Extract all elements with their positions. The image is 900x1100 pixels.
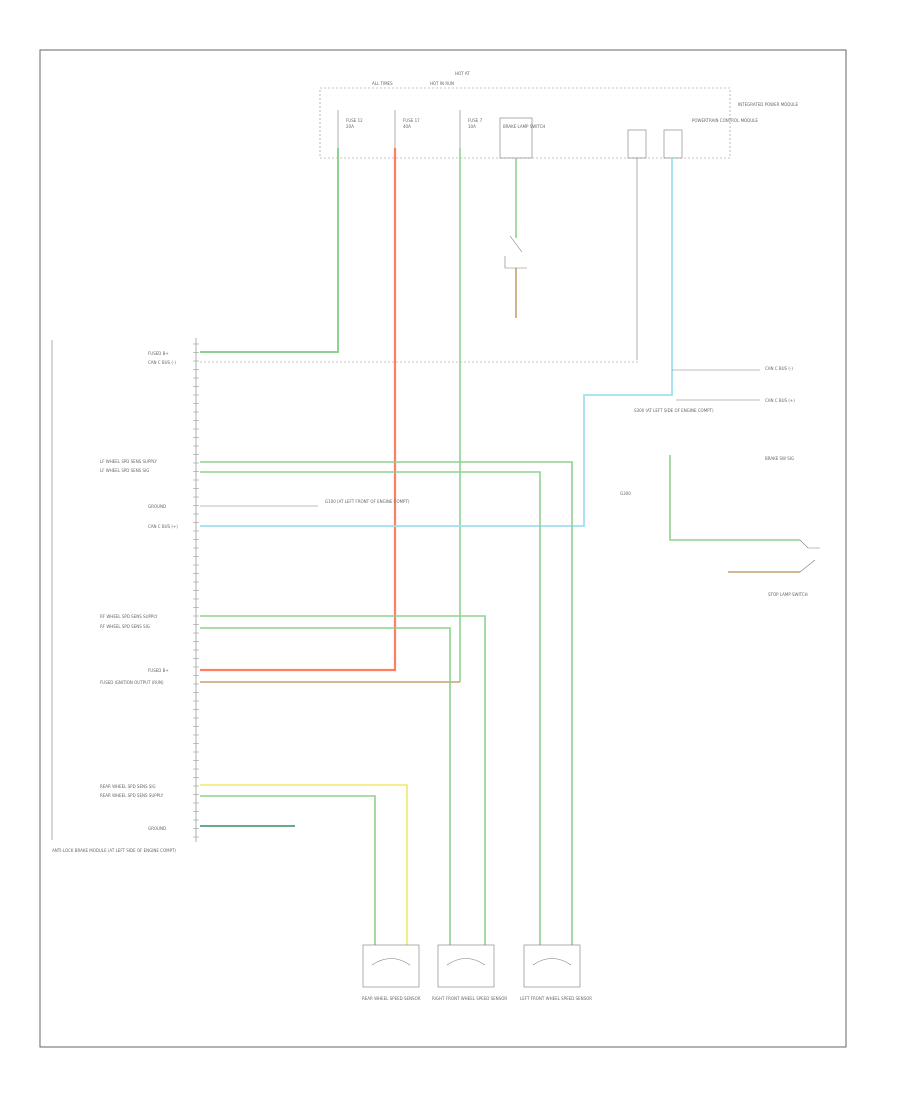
brake-sw-label: BRAKE SW SIG <box>765 456 794 461</box>
fuse-17: FUSE 17 40A <box>394 110 420 148</box>
right-can-plus-label: CAN C BUS (+) <box>765 398 795 403</box>
pdc-header-1: HOT AT <box>455 71 470 76</box>
wire-stop-lamp-green <box>669 455 800 541</box>
wire-fused-b-red <box>200 148 397 672</box>
right-can-minus-label: CAN C BUS (-) <box>765 366 793 371</box>
pcm-connector-1 <box>627 129 647 159</box>
abs-label-rear-supply: REAR WHEEL SPD SENS SUPPLY <box>100 793 164 798</box>
fuse-7-label: FUSE 7 <box>468 118 483 123</box>
wire-rear-supply <box>200 795 376 945</box>
pdc-header-3: HOT IN RUN <box>430 81 454 86</box>
abs-label-rf-supply: RF WHEEL SPD SENS SUPPLY <box>100 614 158 619</box>
fuse-7: FUSE 7 10A <box>459 110 483 148</box>
wire-rf-sig <box>200 627 451 945</box>
fuse-12-amps: 20A <box>346 124 354 129</box>
left-front-wheel-speed-sensor: LEFT FRONT WHEEL SPEED SENSOR <box>520 944 592 1001</box>
wire-can-plus-cyan <box>200 158 673 527</box>
pdc-label: INTEGRATED POWER MODULE <box>738 102 799 107</box>
brake-lamp-label: BRAKE LAMP SWITCH <box>503 124 545 129</box>
fuse-12: FUSE 12 20A <box>337 110 363 148</box>
abs-label-lf-supply: LF WHEEL SPD SENS SUPPLY <box>100 459 157 464</box>
fuse-7-amps: 10A <box>468 124 476 129</box>
wire-fused-b-green <box>200 148 339 353</box>
pcm-connector-2 <box>663 129 683 159</box>
abs-label-fused-ign: FUSED IGNITION OUTPUT (RUN) <box>100 680 164 685</box>
abs-pin-ticks <box>193 343 199 838</box>
rf-sensor-label: RIGHT FRONT WHEEL SPEED SENSOR <box>432 996 507 1001</box>
rear-wheel-speed-sensor: REAR WHEEL SPEED SENSOR <box>362 944 421 1001</box>
diagram-border <box>39 49 847 1048</box>
abs-label-rf-sig: RF WHEEL SPD SENS SIG <box>100 624 150 629</box>
stop-lamp-switch-symbol <box>799 539 820 573</box>
abs-label-lf-sig: LF WHEEL SPD SENS SIG <box>100 468 149 473</box>
abs-label-rear-sig: REAR WHEEL SPD SENS SIG <box>100 784 156 789</box>
wire-lf-sig <box>200 471 541 945</box>
stop-lamp-label: STOP LAMP SWITCH <box>768 592 808 597</box>
splice-label: G300 <box>620 491 631 496</box>
power-distribution-box: HOT AT ALL TIMES HOT IN RUN INTEGRATED P… <box>319 71 799 159</box>
abs-module-label: ANTI-LOCK BRAKE MODULE (AT LEFT SIDE OF … <box>52 848 176 853</box>
wire-rf-supply <box>200 615 486 945</box>
abs-label-fused-b2: FUSED B+ <box>148 668 169 673</box>
brake-switch-symbol <box>504 235 527 269</box>
abs-label-ground-2: GROUND <box>148 826 166 831</box>
abs-module: ANTI-LOCK BRAKE MODULE (AT LEFT SIDE OF … <box>51 338 199 853</box>
fuse-17-label: FUSE 17 <box>403 118 420 123</box>
wire-rear-sig <box>200 784 408 945</box>
abs-label-ground-1: GROUND <box>148 504 166 509</box>
lf-sensor-label: LEFT FRONT WHEEL SPEED SENSOR <box>520 996 592 1001</box>
abs-label-can-minus: CAN C BUS (-) <box>148 360 176 365</box>
fuse-17-amps: 40A <box>403 124 411 129</box>
right-front-wheel-speed-sensor: RIGHT FRONT WHEEL SPEED SENSOR <box>432 944 507 1001</box>
pdc-header-2: ALL TIMES <box>372 81 393 86</box>
abs-label-fused-b: FUSED B+ <box>148 351 169 356</box>
abs-label-can-plus: CAN C BUS (+) <box>148 524 178 529</box>
fuse-12-label: FUSE 12 <box>346 118 363 123</box>
ground-note: G100 (AT LEFT FRONT OF ENGINE COMPT) <box>325 499 410 504</box>
rear-sensor-label: REAR WHEEL SPEED SENSOR <box>362 996 421 1001</box>
splice-note: S300 (AT LEFT SIDE OF ENGINE COMPT) <box>634 408 714 413</box>
pcm-label: POWERTRAIN CONTROL MODULE <box>692 118 758 123</box>
wire-lf-supply <box>200 461 573 945</box>
